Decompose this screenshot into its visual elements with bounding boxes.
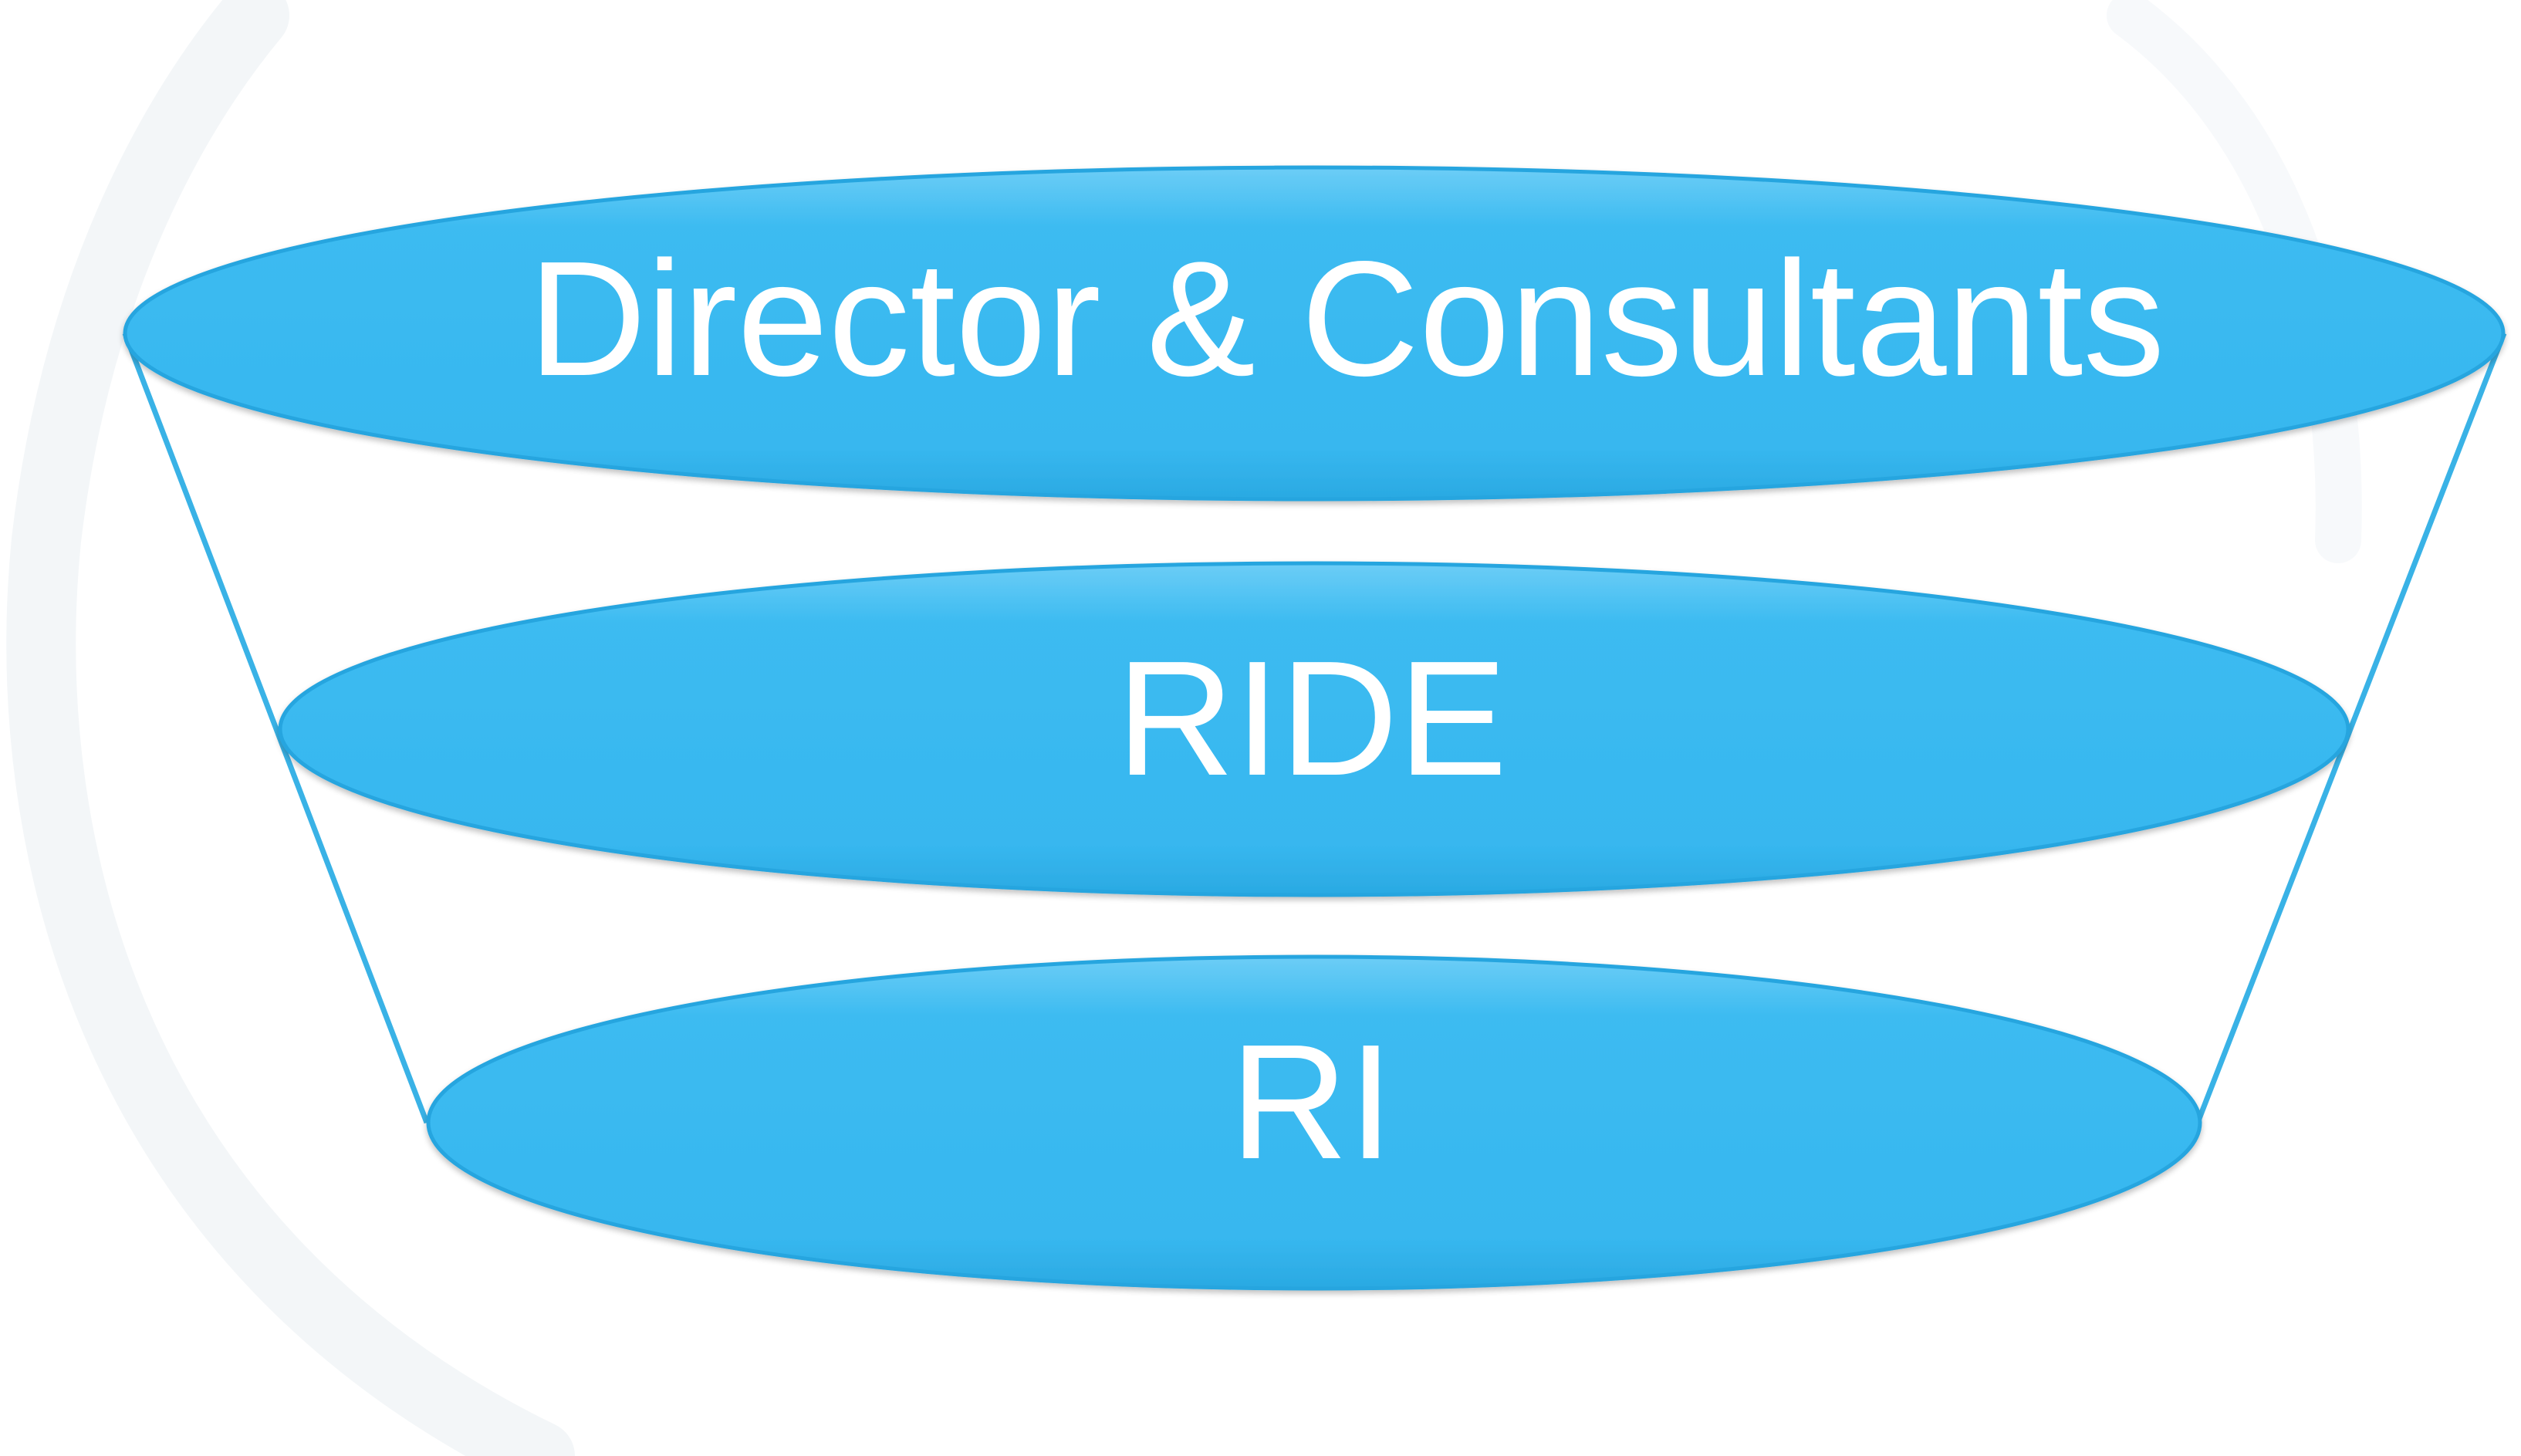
layer-label-bottom: RI [1230,1010,1394,1193]
funnel-right-edge [2195,332,2507,1124]
funnel-layer-bottom-shape [426,954,2202,1291]
funnel-layer-top [123,165,2506,502]
funnel-layer-bottom [426,954,2202,1291]
backdrop-ring [6,0,575,1456]
layer-label-top: Director & Consultants [529,227,2165,410]
funnel-layer-middle-shape [278,561,2350,897]
funnel-left-edge [122,332,430,1124]
funnel-layer-top-shape [123,165,2506,502]
layer-label-middle: RIDE [1117,627,1508,809]
funnel-layer-middle [278,561,2350,897]
